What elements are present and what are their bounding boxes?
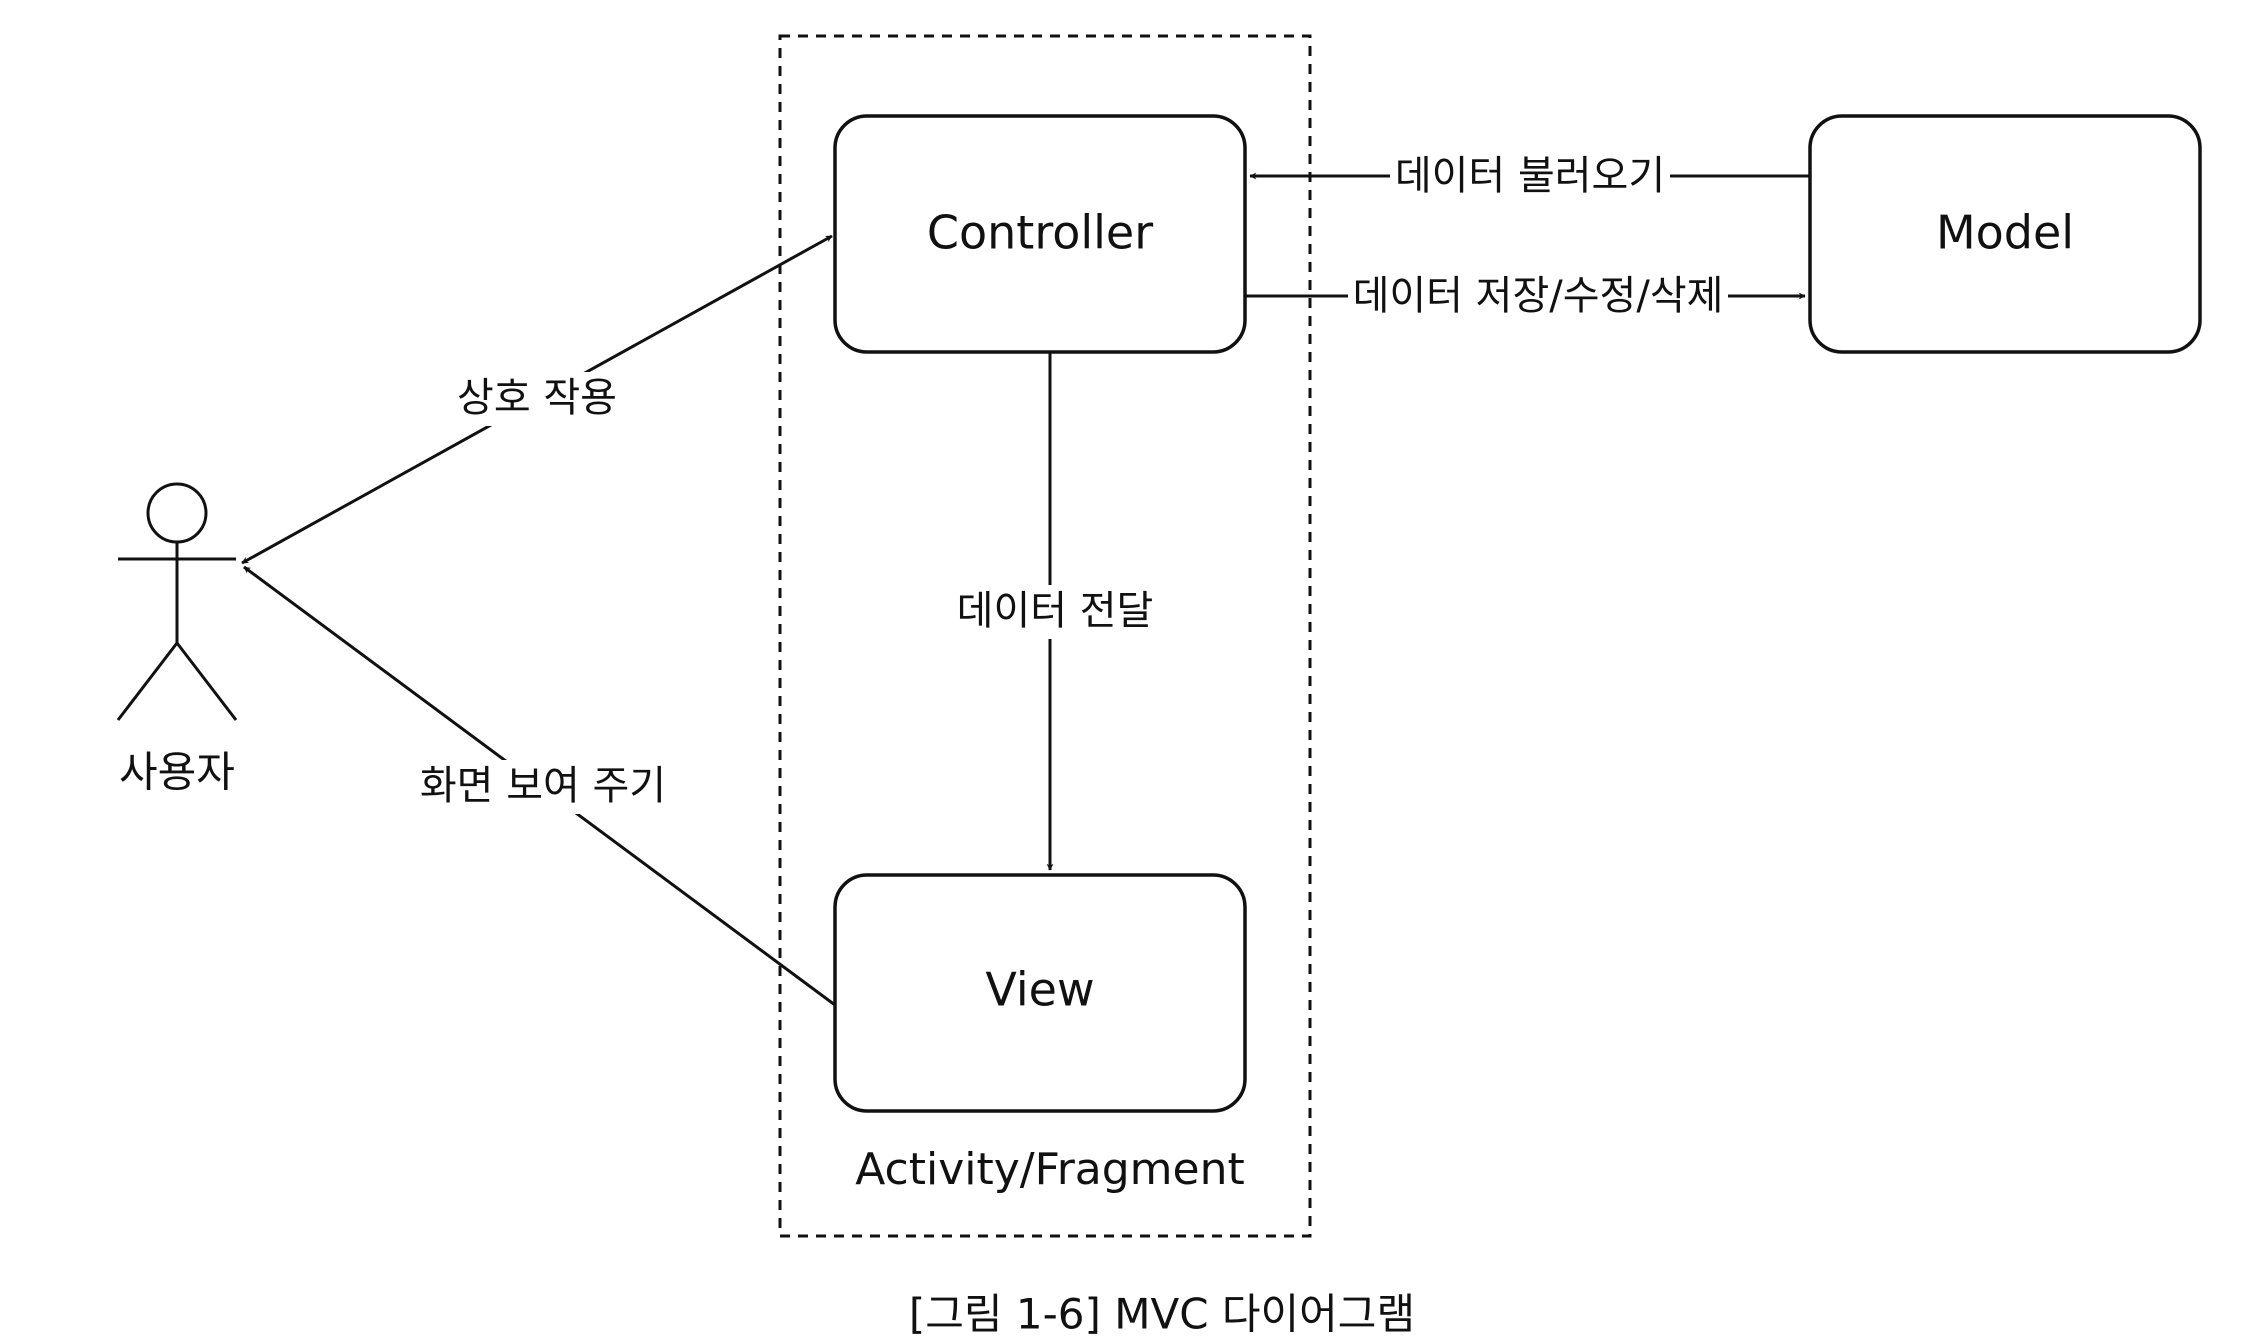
model-node: Model <box>1808 114 2202 354</box>
container-label: Activity/Fragment <box>855 1144 1245 1195</box>
edge-label-load-data: 데이터 불러오기 <box>1395 153 1665 199</box>
edge-actor-to-controller: 상호 작용 <box>241 234 833 565</box>
view-label: View <box>985 963 1094 1017</box>
edge-label-save-data: 데이터 저장/수정/삭제 <box>1353 273 1724 319</box>
view-node: View <box>833 873 1247 1113</box>
user-actor-icon <box>116 482 238 721</box>
edge-view-to-actor: 화면 보여 주기 <box>243 565 836 1007</box>
model-label: Model <box>1936 206 2074 260</box>
edge-model-to-controller: 데이터 불러오기 <box>1249 150 1810 204</box>
actor-label: 사용자 <box>119 748 235 797</box>
edge-label-show-screen: 화면 보여 주기 <box>420 763 666 809</box>
figure-caption: [그림 1-6] MVC 다이어그램 <box>909 1290 1415 1338</box>
edge-label-interaction: 상호 작용 <box>457 375 617 421</box>
edge-label-pass-data: 데이터 전달 <box>957 588 1154 634</box>
edge-controller-to-view: 데이터 전달 <box>945 352 1165 871</box>
controller-node: Controller <box>833 114 1247 354</box>
controller-label: Controller <box>927 206 1153 260</box>
edge-controller-to-model: 데이터 저장/수정/삭제 <box>1245 270 1806 324</box>
